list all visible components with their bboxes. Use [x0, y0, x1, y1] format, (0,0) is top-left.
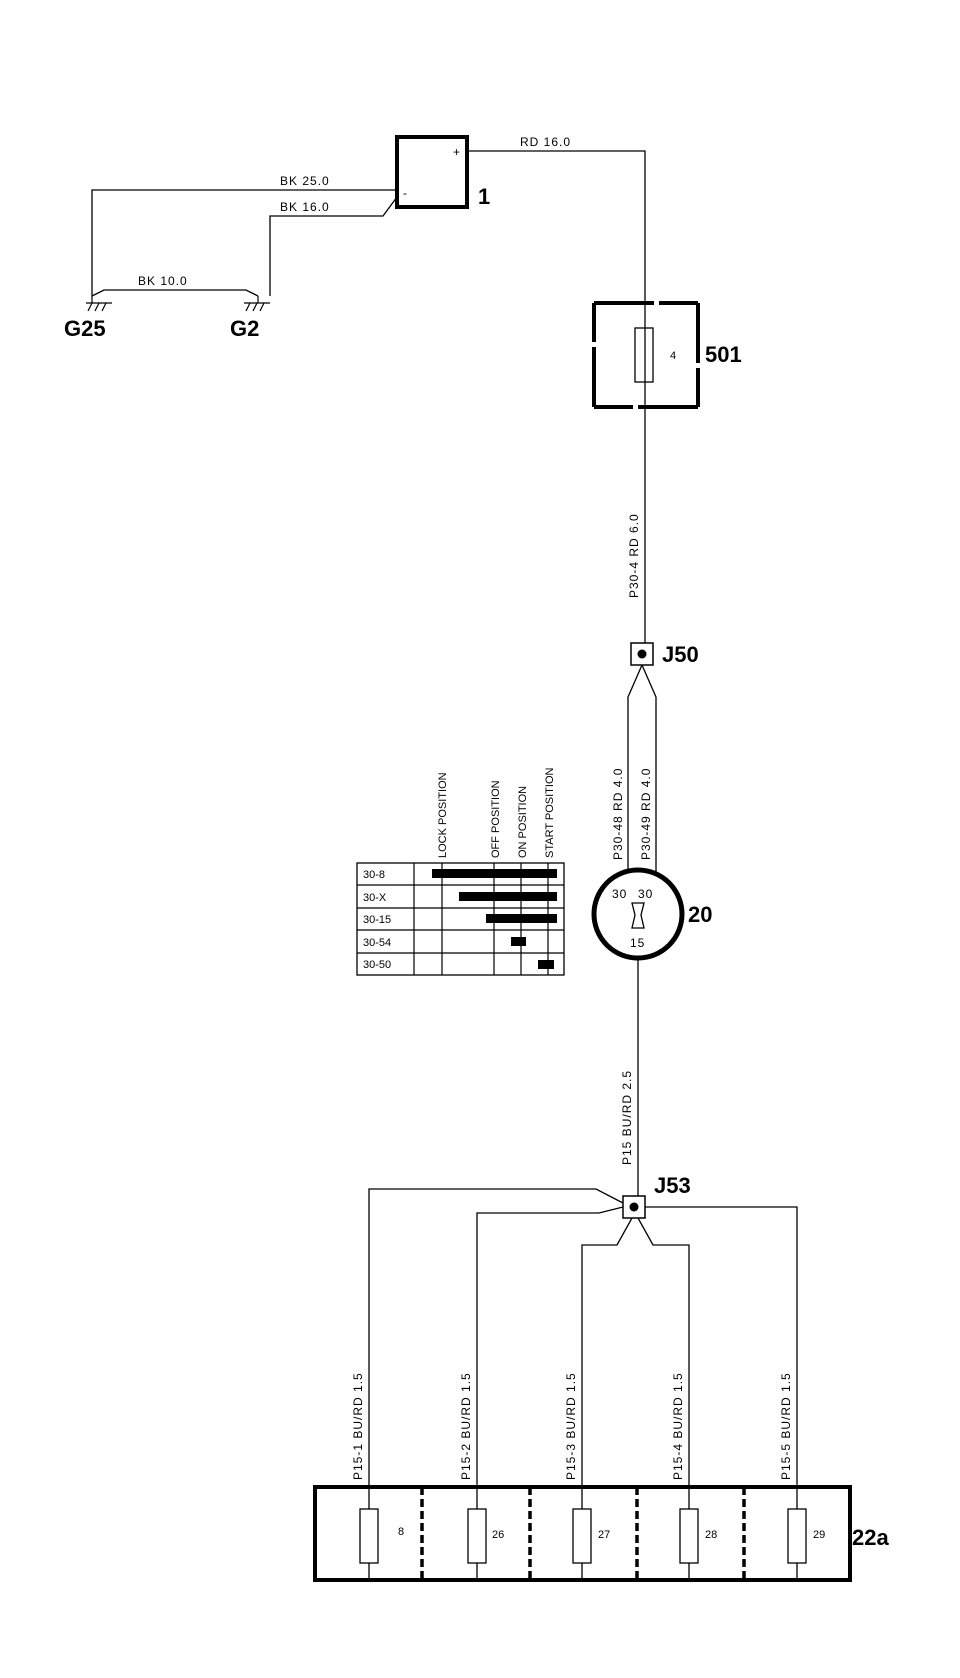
wire-p30-48-label: P30-48 RD 4.0 [611, 768, 625, 860]
wire-p30-49 [641, 664, 657, 874]
wire-p30-49-label: P30-49 RD 4.0 [639, 768, 653, 860]
wire-p15-5-label: P15-5 BU/RD 1.5 [779, 1372, 793, 1480]
battery-plus-label: + [453, 145, 461, 159]
table-row-30-15: 30-15 [363, 914, 391, 926]
wire-p30-48 [627, 664, 643, 874]
junction-j50 [630, 642, 654, 666]
fuse-28-label: 28 [705, 1529, 717, 1541]
wire-p15-5 [645, 1206, 798, 1580]
bar-30-8 [432, 869, 557, 878]
table-row-30-50: 30-50 [363, 959, 391, 971]
wire-bk-10 [91, 289, 259, 297]
bar-30-15 [486, 914, 557, 923]
bar-30-50 [538, 960, 554, 969]
wire-p15-2-label: P15-2 BU/RD 1.5 [459, 1372, 473, 1480]
wire-bk-25-label: BK 25.0 [280, 174, 330, 188]
table-row-30-8: 30-8 [363, 869, 385, 881]
ground-g2-label: G2 [230, 316, 259, 341]
fuse-box-fuse-label: 4 [670, 350, 676, 362]
wire-p15-4 [637, 1217, 690, 1580]
junction-j53 [622, 1195, 646, 1219]
fuse-8-label: 8 [398, 1526, 404, 1538]
junction-j50-label: J50 [662, 642, 699, 667]
wire-bk-16-label: BK 16.0 [280, 200, 330, 214]
ground-g25-label: G25 [64, 316, 106, 341]
wire-rd-16 [467, 150, 646, 303]
fuse-box-501: 4 501 [592, 301, 742, 409]
battery: + - 1 [395, 135, 490, 209]
wire-bk-16 [269, 196, 398, 296]
junction-j53-label: J53 [654, 1173, 691, 1198]
ignition-switch-label: 20 [688, 902, 712, 927]
key-icon [631, 902, 645, 929]
wire-p15-4-label: P15-4 BU/RD 1.5 [671, 1372, 685, 1480]
fuse-panel-22a: 8 26 27 28 29 [313, 1485, 852, 1582]
wire-p15-1-label: P15-1 BU/RD 1.5 [351, 1372, 365, 1480]
wire-p15-label: P15 BU/RD 2.5 [620, 1070, 634, 1165]
ignition-terminal-15: 15 [630, 936, 645, 950]
wire-bk-25 [91, 189, 397, 296]
wire-p15-3-label: P15-3 BU/RD 1.5 [564, 1372, 578, 1480]
wire-p15-2 [476, 1206, 624, 1580]
fuse-box-label: 501 [705, 342, 742, 367]
table-row-30-54: 30-54 [363, 937, 391, 949]
bar-30-54 [511, 937, 526, 946]
fuse-panel-label: 22a [852, 1525, 889, 1550]
ignition-terminal-30b: 30 [638, 887, 653, 901]
fuse-29-label: 29 [813, 1529, 825, 1541]
fuse-26-label: 26 [492, 1529, 504, 1541]
ground-g25-icon [86, 296, 112, 312]
table-header-lock: LOCK POSITION [437, 772, 449, 858]
bar-30-x [459, 892, 557, 901]
table-row-30-x: 30-X [363, 892, 387, 904]
wire-p15-1 [368, 1188, 624, 1580]
ground-g2-icon [244, 296, 270, 312]
wire-rd-16-label: RD 16.0 [520, 135, 571, 149]
wire-p15-3 [581, 1217, 633, 1580]
wire-bk-10-label: BK 10.0 [138, 274, 188, 288]
switch-position-table: 30-8 30-X 30-15 30-54 30-50 LOCK POSITIO… [356, 767, 565, 976]
table-header-off: OFF POSITION [490, 780, 502, 858]
ignition-switch: 30 30 15 [591, 867, 685, 961]
table-header-start: START POSITION [544, 767, 556, 858]
wire-p30-4-label: P30-4 RD 6.0 [627, 513, 641, 598]
battery-label: 1 [478, 184, 490, 209]
fuse-27-label: 27 [598, 1529, 610, 1541]
table-header-on: ON POSITION [517, 786, 529, 858]
battery-minus-label: - [403, 186, 408, 200]
ignition-terminal-30a: 30 [612, 887, 627, 901]
